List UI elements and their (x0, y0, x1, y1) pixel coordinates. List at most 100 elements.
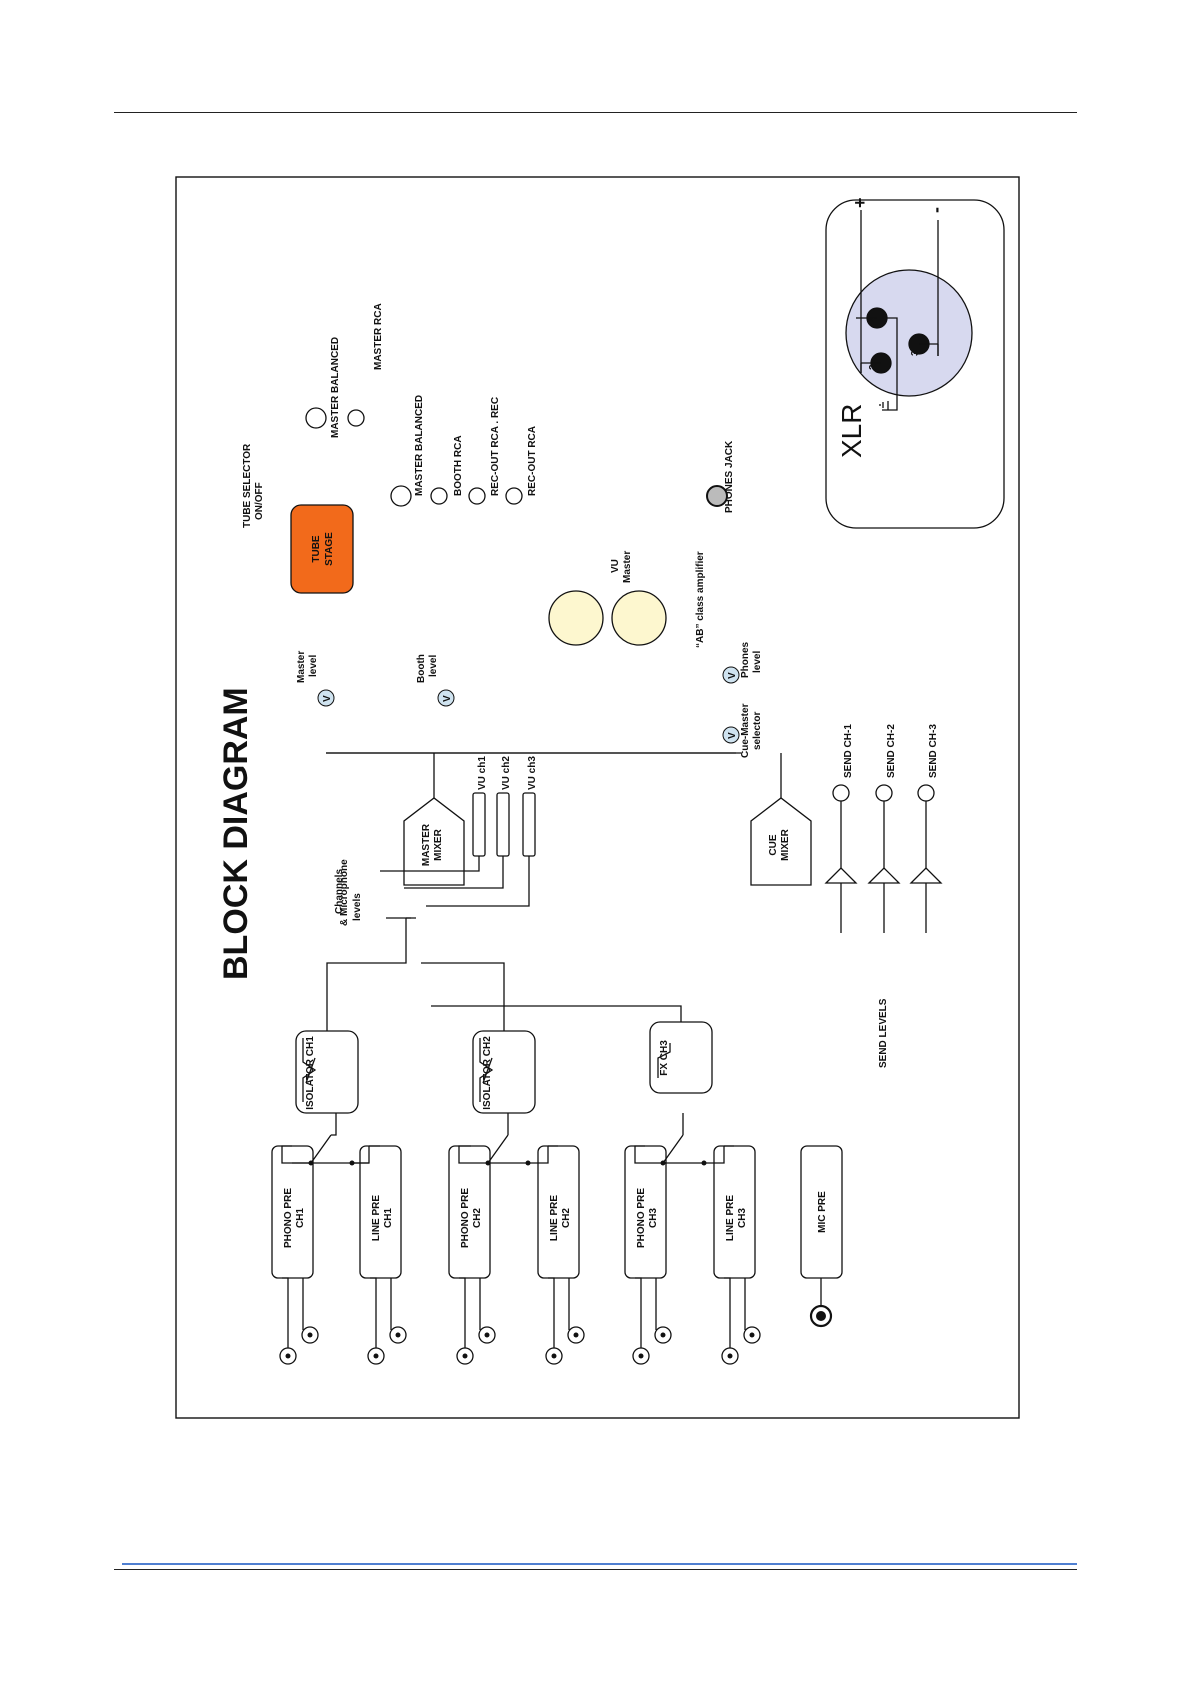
master-rca-jack-icon (347, 409, 365, 427)
channel-processing: ISOLATOR CH1 ISOLATOR CH2 FX CH3 (295, 1021, 713, 1114)
vu-ch1-label: VU ch1 (477, 756, 488, 790)
phono-pre-ch1-box (271, 1145, 314, 1279)
master-balanced-label: MASTER BALANCED (414, 395, 425, 496)
rec-out-1-label: REC-OUT RCA . REC (490, 397, 501, 496)
phones-jack-label: PHONES JACK (724, 440, 735, 513)
vu-ch3-bar (522, 792, 536, 857)
xlr-minus-label: - (926, 207, 946, 213)
cue-master-knob[interactable] (722, 726, 740, 744)
tube-stage-sub: STAGE (324, 532, 335, 566)
send-ch2-jack-icon (875, 784, 893, 802)
master-mixer-shape (403, 797, 465, 886)
master-bus (326, 752, 782, 798)
xlr-face (845, 269, 973, 397)
page-footer-rule (114, 1569, 1077, 1570)
rec-out-1-jack-icon (468, 487, 486, 505)
input-selectors (281, 1113, 734, 1166)
line-pre-ch3-sub: CH3 (737, 1208, 748, 1228)
send-ch1-jack-icon (832, 784, 850, 802)
tube-selector-label: TUBE SELECTOR (242, 443, 253, 528)
phono-pre-ch3-sub: CH3 (648, 1208, 659, 1228)
line-pre-ch2-sub: CH2 (561, 1208, 572, 1228)
master-level-knob[interactable] (317, 689, 335, 707)
tube-stage-box (290, 504, 354, 594)
block-diagram: BLOCK DIAGRAM 1 2 3 + - XLR PHONO PRE CH… (175, 176, 1020, 1419)
diagram-title: BLOCK DIAGRAM (217, 687, 255, 980)
master-level-knob-glyph: V (322, 695, 333, 702)
xlr-pin-3-label: 3 (910, 350, 921, 356)
vu-ch2-bar (496, 792, 510, 857)
cue-master-sub: selector (752, 712, 763, 750)
cue-mixer-sub: MIXER (780, 828, 791, 860)
xlr-pin-2-label: 2 (868, 364, 879, 370)
booth-level-knob-glyph: V (442, 695, 453, 702)
phono-pre-ch1-sub: CH1 (295, 1208, 306, 1228)
xlr-inset-box (825, 199, 1005, 529)
send-ch3-jack-icon (917, 784, 935, 802)
phones-jack-icon (706, 485, 728, 507)
fx-ch3-label: FX CH3 (659, 1040, 670, 1076)
phono-pre-ch2-sub: CH2 (472, 1208, 483, 1228)
booth-level-knob[interactable] (437, 689, 455, 707)
phono-pre-ch3-box (624, 1145, 667, 1279)
cue-mixer-shape (750, 797, 812, 886)
phones-level-sub: level (752, 651, 763, 673)
channels-levels-label: Channels (334, 869, 345, 914)
channels-levels-label-3: levels (352, 893, 363, 921)
phones-level-label: Phones (740, 641, 751, 678)
booth-level-label: Booth (416, 654, 427, 683)
send-ch1-label: SEND CH-1 (843, 724, 854, 778)
send-levels-label: SEND LEVELS (878, 998, 889, 1068)
ab-amp-label: “AB” class amplifier (695, 551, 706, 648)
line-pre-ch2-label: LINE PRE (549, 1195, 560, 1241)
master-balanced-jack-icon (390, 485, 412, 507)
cue-mixer-label: CUE (768, 834, 779, 855)
master-mixer-label: MASTER (421, 823, 432, 866)
mixers: MASTER MIXER CUE MIXER (403, 797, 812, 886)
xlr-label: XLR (836, 404, 867, 458)
master-balanced-top-jack-icon (305, 407, 327, 429)
vu-meter-right-icon (611, 590, 667, 646)
sends: SEND CH-1 SEND CH-2 SEND CH-3 SEND LEVEL… (824, 724, 943, 1068)
booth-level-sub: level (428, 655, 439, 677)
outputs: MASTER BALANCED MASTER RCA MASTER BALANC… (296, 303, 763, 758)
vu-master-sub: Master (622, 551, 633, 583)
master-level-sub: level (308, 655, 319, 677)
send-ch2-label: SEND CH-2 (886, 724, 897, 778)
phono-pre-ch3-label: PHONO PRE (636, 1188, 647, 1248)
line-pre-ch2-box (537, 1145, 580, 1279)
channels-levels-label-2: & Microphone (339, 859, 350, 926)
diagram-frame (175, 176, 1020, 1419)
master-level-label: Master (296, 651, 307, 683)
page-footer-accent-line (122, 1563, 1077, 1565)
line-pre-ch1-sub: CH1 (383, 1208, 394, 1228)
vu-ch1-bar (472, 792, 486, 857)
xlr-plus-label: + (850, 197, 870, 208)
tube-stage-group: TUBE STAGE TUBE SELECTOR ON/OFF (242, 443, 354, 594)
master-mixer-sub: MIXER (433, 828, 444, 860)
send-ch3-label: SEND CH-3 (928, 724, 939, 778)
master-rca-label: MASTER RCA (373, 303, 384, 370)
vu-master-label: VU (610, 559, 621, 573)
vu-ch3-label: VU ch3 (527, 756, 538, 790)
vu-ch2-label: VU ch2 (501, 756, 512, 790)
rec-out-2-jack-icon (505, 487, 523, 505)
master-balanced-top-label: MASTER BALANCED (330, 337, 341, 438)
tube-selector-sub: ON/OFF (254, 482, 265, 520)
phono-pre-ch1-label: PHONO PRE (283, 1188, 294, 1248)
preamps: PHONO PRE CH1 LINE PRE CH1 PHONO PRE CH2… (271, 1145, 843, 1365)
phones-level-knob[interactable] (722, 666, 740, 684)
line-pre-ch1-box (359, 1145, 402, 1279)
diagram-body: BLOCK DIAGRAM 1 2 3 + - XLR PHONO PRE CH… (217, 197, 1005, 1365)
booth-rca-label: BOOTH RCA (453, 435, 464, 496)
phono-pre-ch2-label: PHONO PRE (460, 1188, 471, 1248)
rec-out-2-label: REC-OUT RCA (527, 426, 538, 496)
line-pre-ch3-label: LINE PRE (725, 1195, 736, 1241)
channel-level-knobs: Channels & Microphone levels (326, 859, 682, 1031)
mic-pre-label: MIC PRE (817, 1191, 828, 1233)
vu-meter-left-icon (548, 590, 604, 646)
page-header-rule (114, 112, 1077, 113)
xlr-inset: 1 2 3 + - XLR (825, 197, 1005, 529)
xlr-pin-1-label: 1 (866, 317, 877, 323)
cue-master-label: Cue-Master (740, 703, 751, 758)
